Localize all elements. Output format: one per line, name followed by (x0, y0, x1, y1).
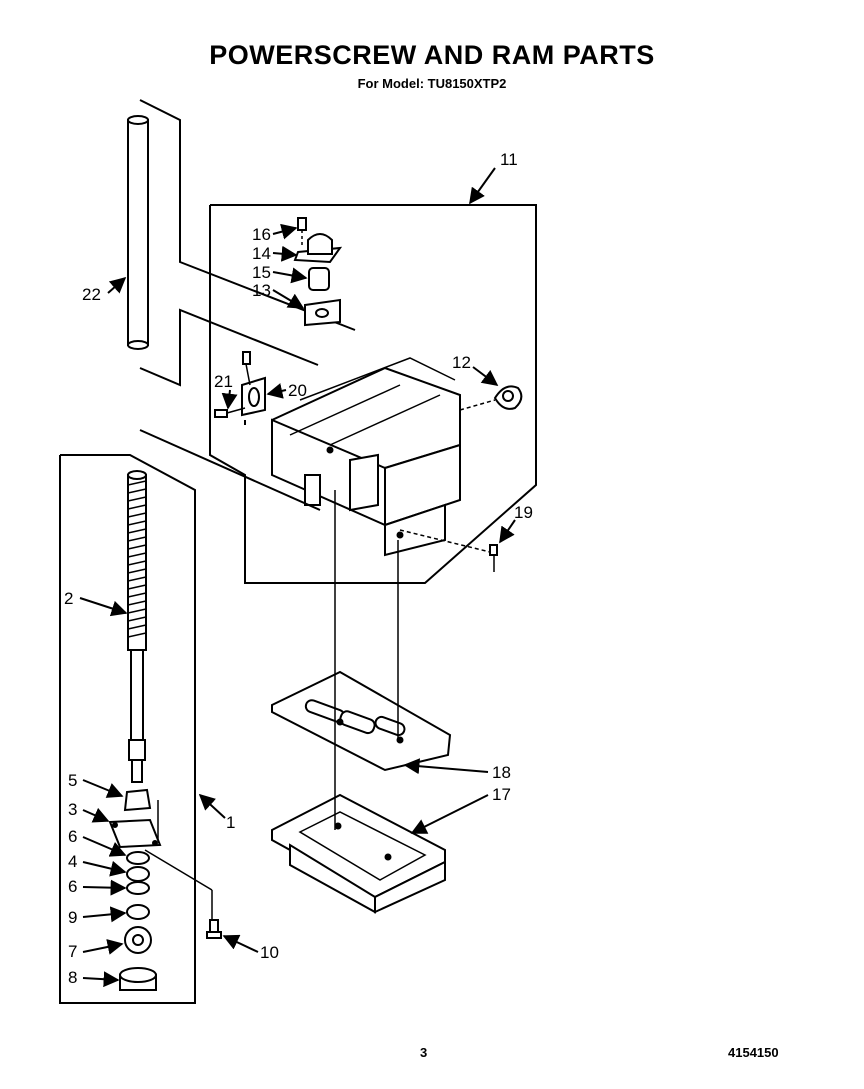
screw-part-19 (399, 529, 498, 572)
callout-labels: 11 16 14 15 13 12 20 21 22 19 2 18 17 1 … (64, 150, 533, 987)
callout-5: 5 (68, 771, 77, 790)
callout-19: 19 (514, 503, 533, 522)
callout-16: 16 (252, 225, 271, 244)
callout-4: 4 (68, 852, 77, 871)
callout-2: 2 (64, 589, 73, 608)
bracket-part-20 (214, 351, 266, 425)
callout-11: 11 (500, 150, 518, 169)
ram-tube-part-22 (127, 99, 356, 387)
callout-3: 3 (68, 800, 77, 819)
shaft-hardware (108, 788, 213, 991)
leader-lines (79, 167, 516, 988)
model-subtitle: For Model: TU8150XTP2 (357, 76, 507, 91)
callout-9: 9 (68, 908, 77, 927)
ram-box (271, 357, 461, 557)
callout-7: 7 (68, 942, 77, 961)
powerscrew-part-2 (127, 470, 147, 783)
callout-22: 22 (82, 285, 101, 304)
callout-1: 1 (226, 813, 235, 832)
callout-10: 10 (260, 943, 279, 962)
gasket-part-18 (271, 670, 452, 772)
bushing-stack (293, 217, 343, 327)
callout-15: 15 (252, 263, 271, 282)
callout-18: 18 (492, 763, 511, 782)
drip-pan-part-17 (271, 793, 446, 914)
document-number: 4154150 (728, 1045, 779, 1060)
page-number: 3 (420, 1045, 428, 1060)
clip-part-12 (459, 385, 523, 411)
screw-part-10 (206, 919, 222, 939)
callout-21: 21 (214, 372, 233, 391)
callout-17: 17 (492, 785, 511, 804)
callout-6-upper: 6 (68, 827, 77, 846)
callout-20: 20 (288, 381, 307, 400)
callout-8: 8 (68, 968, 77, 987)
callout-13: 13 (252, 281, 271, 300)
callout-14: 14 (252, 244, 271, 263)
callout-12: 12 (452, 353, 471, 372)
page-title: POWERSCREW AND RAM PARTS (209, 40, 655, 70)
powerscrew-outline-part-1 (59, 429, 321, 1004)
alignment-lines (334, 490, 399, 830)
callout-6-lower: 6 (68, 877, 77, 896)
